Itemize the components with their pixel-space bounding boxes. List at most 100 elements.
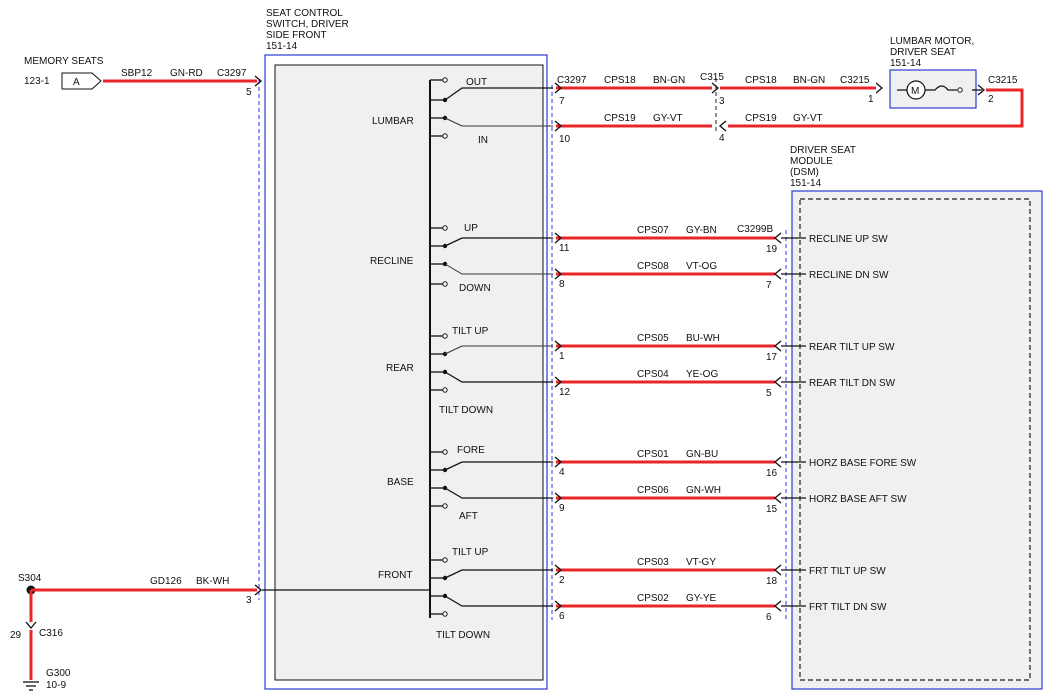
circuit-label: CPS19 [604, 113, 636, 124]
dsm-pin-mark [773, 268, 782, 280]
switch-pin-mark [554, 340, 563, 352]
ground-circuit: S304 GD126 BK-WH 3 29 C316 G300 10-9 [10, 573, 257, 691]
lumbar-motor-box [889, 69, 977, 109]
dsm-input-label: RECLINE DN SW [809, 270, 889, 281]
wire-color-label: BU-WH [686, 333, 720, 344]
switch-pin-mark [554, 232, 563, 244]
pin-number: 6 [559, 611, 565, 622]
pin-number: 18 [766, 576, 778, 587]
wire-color-label: GY-VT [793, 113, 823, 124]
switch-group-label: BASE [387, 477, 414, 488]
wire-color-label: GY-BN [686, 225, 717, 236]
dsm-module-box [791, 190, 1043, 690]
pin-number: 2 [988, 94, 994, 105]
switch-position-label: TILT DOWN [439, 405, 493, 416]
circuit-label: CPS07 [637, 225, 669, 236]
connector-label: C3215 [988, 75, 1018, 86]
switch-position-label: TILT UP [452, 547, 489, 558]
switch-group-lumbar: LUMBAR OUT IN [372, 77, 553, 146]
dsm-pin-mark [773, 232, 782, 244]
switch-pin-mark [554, 600, 563, 612]
motor-title-2: DRIVER SEAT [890, 47, 956, 58]
circuit-label: CPS01 [637, 449, 669, 460]
switch-group-label: LUMBAR [372, 116, 414, 127]
pin-number: 15 [766, 504, 778, 515]
dsm-input-label: FRT TILT DN SW [809, 602, 887, 613]
dsm-pin-mark [773, 492, 782, 504]
wire-color-label: GN-BU [686, 449, 718, 460]
ground-id: G300 [46, 668, 71, 679]
switch-group-label: REAR [386, 363, 414, 374]
motor-title-1: LUMBAR MOTOR, [890, 36, 974, 47]
switch-group-label: RECLINE [370, 256, 414, 267]
pin-number: 9 [559, 503, 565, 514]
connector-label: C316 [39, 628, 63, 639]
wire-color-label: BK-WH [196, 576, 229, 587]
switch-pin-mark [554, 564, 563, 576]
pin-number: 3 [246, 595, 252, 606]
pin-number: 7 [559, 96, 565, 107]
wire-color-label: GY-VT [653, 113, 683, 124]
switch-position-label: DOWN [459, 283, 491, 294]
connector-label: C3297 [557, 75, 587, 86]
switch-inner-box [274, 64, 544, 681]
circuit-label: CPS19 [745, 113, 777, 124]
switch-title-2: SWITCH, DRIVER [266, 19, 349, 30]
dsm-connector-label: C3299B [737, 224, 773, 235]
pin-number: 29 [10, 630, 22, 641]
splice-label: S304 [18, 573, 42, 584]
pin-number: 3 [719, 96, 725, 107]
circuit-label: CPS06 [637, 485, 669, 496]
circuit-label: CPS03 [637, 557, 669, 568]
switch-pin-mark [554, 456, 563, 468]
dsm-pin-mark [773, 376, 782, 388]
dsm-pin-mark [773, 340, 782, 352]
dsm-input-label: FRT TILT UP SW [809, 566, 886, 577]
switch-group-rear: REAR TILT UP TILT DOWN [386, 326, 553, 416]
switch-position-label: AFT [459, 511, 478, 522]
circuit-label: CPS18 [604, 75, 636, 86]
wire-color-label: GY-YE [686, 593, 717, 604]
wire-color-label: VT-OG [686, 261, 717, 272]
switch-group-base: BASE FORE AFT [387, 445, 553, 522]
dsm-pin-mark [773, 564, 782, 576]
pin-number: 1 [868, 94, 874, 105]
dsm-input-label: REAR TILT DN SW [809, 378, 896, 389]
switch-position-label: IN [478, 135, 488, 146]
dsm-title-3: (DSM) [790, 167, 819, 178]
pin-number: 1 [559, 351, 565, 362]
switch-title-3: SIDE FRONT [266, 30, 327, 41]
dsm-pin-mark [773, 600, 782, 612]
switch-position-label: UP [464, 223, 478, 234]
circuit-label: GD126 [150, 576, 182, 587]
pin-number: 19 [766, 244, 778, 255]
memory-seats-label: MEMORY SEATS [24, 56, 104, 67]
connector-label: C315 [700, 72, 724, 83]
pin-number: 2 [559, 575, 565, 586]
pin-number: 7 [766, 280, 772, 291]
pin-number: 12 [559, 387, 571, 398]
switch-pin-mark [554, 268, 563, 280]
connector-label: C3297 [217, 68, 247, 79]
switch-title-1: SEAT CONTROL [266, 8, 343, 19]
circuit-label: CPS04 [637, 369, 669, 380]
offpage-connector-tag [61, 72, 102, 90]
pin-number: 17 [766, 352, 778, 363]
motor-symbol: M [911, 86, 919, 97]
wire-lumbar-return [728, 88, 1024, 128]
pin-number: 10 [559, 134, 571, 145]
circuit-label: CPS08 [637, 261, 669, 272]
wire-color-label: VT-GY [686, 557, 716, 568]
switch-position-label: TILT UP [452, 326, 489, 337]
pin-number: 6 [766, 612, 772, 623]
dsm-input-label: RECLINE UP SW [809, 234, 888, 245]
memory-seats-input: MEMORY SEATS 123-1 A SBP12 GN-RD C3297 5 [24, 56, 263, 98]
pin-number: 5 [766, 388, 772, 399]
offpage-tag-letter: A [73, 77, 80, 88]
dsm-input-label: HORZ BASE FORE SW [809, 458, 917, 469]
lumbar-motor-circuit: LUMBAR MOTOR, DRIVER SEAT 151-14 M C3297… [554, 36, 1024, 145]
wire-color-label: BN-GN [793, 75, 825, 86]
pin-number: 4 [719, 133, 725, 144]
